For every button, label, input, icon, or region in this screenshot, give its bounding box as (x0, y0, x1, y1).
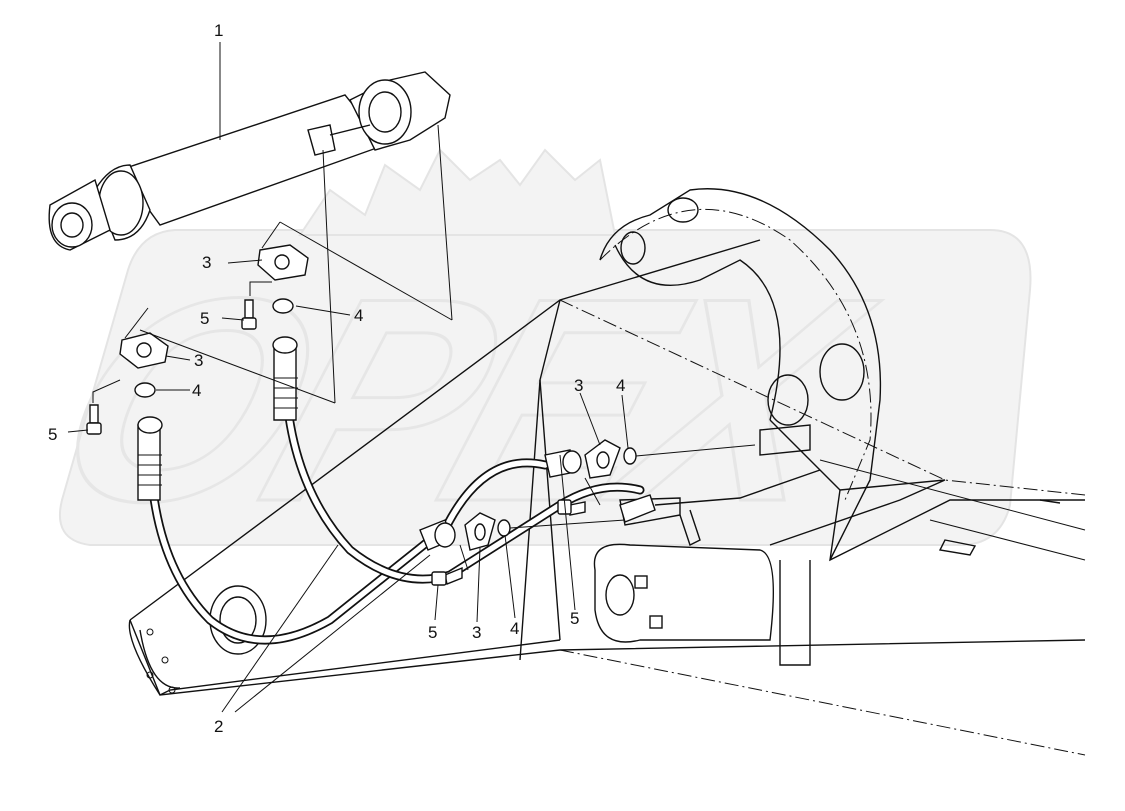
flange-parts (119, 244, 656, 551)
callout-3c: 3 (574, 376, 584, 395)
callout-2: 2 (214, 717, 224, 736)
callout-5d: 5 (570, 609, 580, 628)
callout-4d: 4 (510, 619, 520, 638)
callout-4c: 4 (616, 376, 626, 395)
hose-right (272, 336, 645, 584)
callout-4a: 4 (354, 306, 364, 325)
bolts (86, 299, 586, 586)
callout-5a: 5 (200, 309, 210, 328)
callout-1: 1 (214, 21, 224, 40)
callout-4b: 4 (192, 381, 202, 400)
callout-3b: 3 (194, 351, 204, 370)
callout-5c: 5 (428, 623, 438, 642)
callout-5b: 5 (48, 425, 58, 444)
hose-left (137, 416, 435, 645)
callout-3d: 3 (472, 623, 482, 642)
watermark-text: OPEX (22, 239, 902, 563)
boom-arm (128, 188, 1086, 756)
leader-lines (67, 42, 756, 713)
hydraulic-cylinder (48, 71, 451, 251)
callout-3a: 3 (202, 253, 212, 272)
o-rings (134, 298, 637, 537)
